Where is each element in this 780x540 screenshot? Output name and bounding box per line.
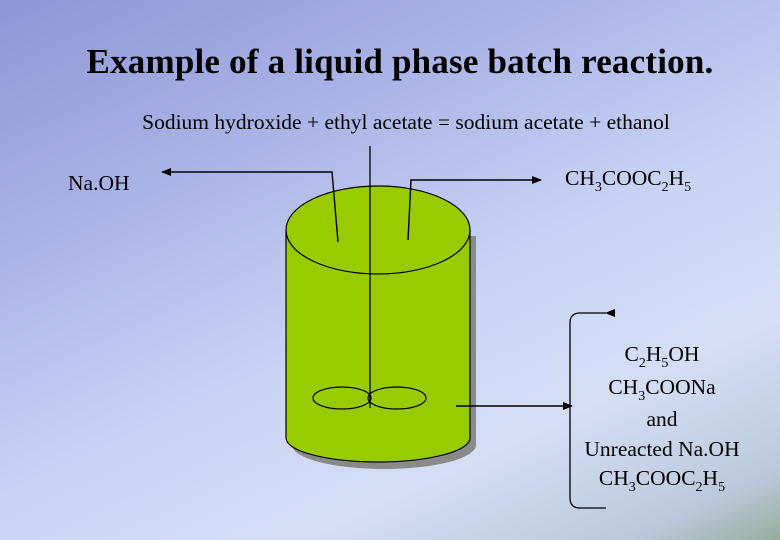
unreacted-ethyl-acetate-label: CH3COOC2H5 xyxy=(598,466,726,495)
ethanol-label: C2H5OH xyxy=(624,342,700,371)
reaction-mixture-list: C2H5OH CH3COONa and Unreacted Na.OH CH3C… xyxy=(572,340,752,497)
mixture-bracket xyxy=(569,309,615,509)
ethyl-acetate-label: CH3COOC2H5 xyxy=(565,166,692,195)
slide-title: Example of a liquid phase batch reaction… xyxy=(86,42,714,81)
impeller xyxy=(312,386,427,410)
reaction-equation: Sodium hydroxide + ethyl acetate = sodiu… xyxy=(142,110,670,134)
and-label: and xyxy=(646,407,678,431)
unreacted-naoh-label: Unreacted Na.OH xyxy=(584,436,740,461)
ethyl-acetate-feed-arrow xyxy=(407,176,542,241)
reactor-tank xyxy=(285,185,471,463)
naoh-feed-arrow xyxy=(161,168,339,243)
sodium-acetate-label: CH3COONa xyxy=(608,374,716,404)
tank-top-ellipse xyxy=(285,185,471,275)
naoh-label: Na.OH xyxy=(68,171,130,195)
